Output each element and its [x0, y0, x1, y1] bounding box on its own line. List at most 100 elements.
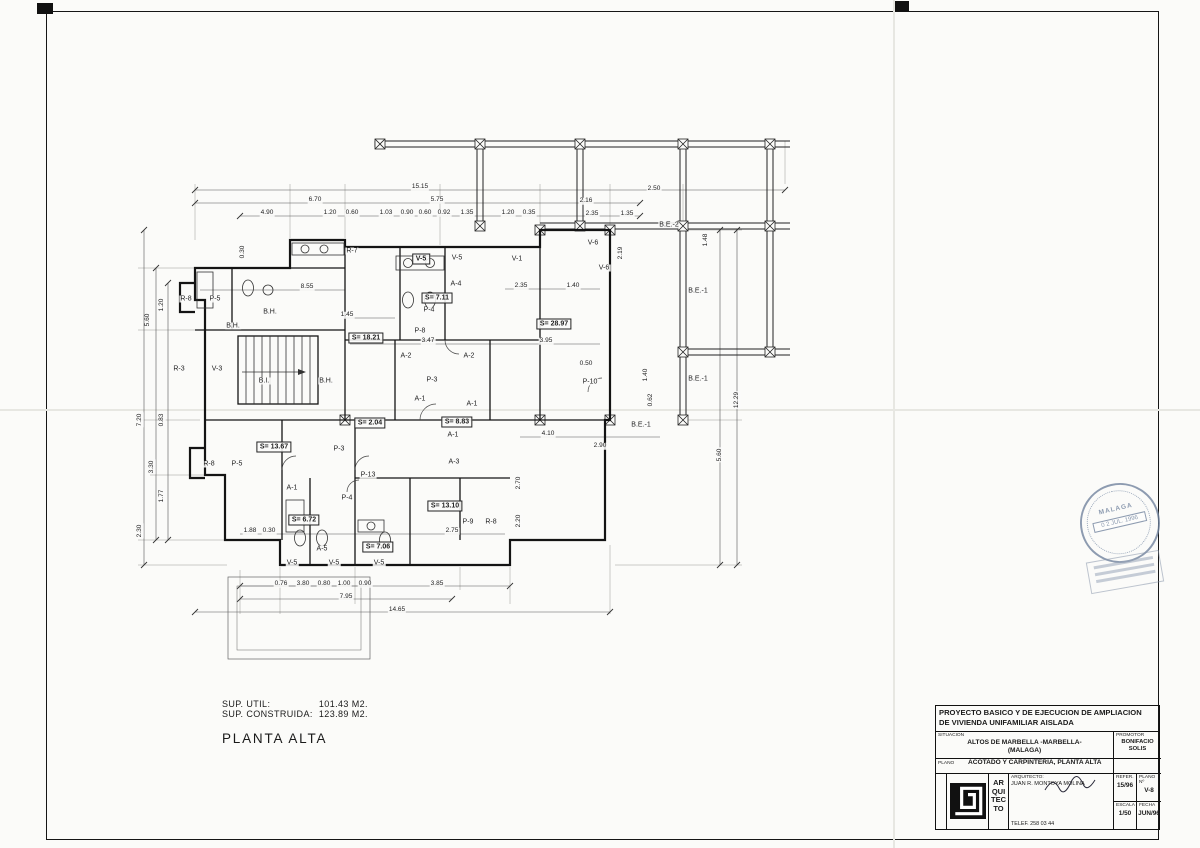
ref-label: R-7: [345, 247, 359, 255]
dim-label: 3.47: [420, 336, 436, 345]
ref-label: P-3: [425, 376, 439, 384]
ref-label: P-10: [581, 378, 599, 386]
promotor-value: BONIFACIO SOLIS: [1121, 739, 1154, 753]
ref-label: P-3: [332, 445, 346, 453]
dim-label: 3.85: [429, 579, 445, 588]
ref-label: V-5: [450, 254, 464, 262]
dim-label: 1.88: [242, 526, 258, 535]
dim-label: 0.50: [578, 359, 594, 368]
ref-label: P-5: [230, 460, 244, 468]
arquitecto-label: ARQUITECTO:: [1011, 775, 1044, 780]
ref-label: A-1: [465, 400, 479, 408]
sup-util-value: 101.43 M2.: [318, 699, 368, 709]
dim-label: 1.40: [565, 281, 581, 290]
area-label: S= 18.21: [348, 332, 384, 344]
area-label: S= 28.97: [536, 318, 572, 330]
fecha-cell: FECHA JUN/96: [1137, 802, 1161, 829]
dim-label: 0.83: [157, 412, 166, 428]
dim-label: 15.15: [410, 182, 430, 191]
dim-label: 1.45: [339, 310, 355, 319]
ref-label: B.H.: [262, 308, 278, 316]
fecha-value: JUN/96: [1138, 810, 1160, 817]
ref-label: V-5: [327, 559, 341, 567]
architect-signature: [1044, 776, 1096, 793]
dim-label: 1.35: [619, 209, 635, 218]
dim-label: 0.60: [417, 208, 433, 217]
ref-label: P-8: [413, 327, 427, 335]
sup-construida-label: SUP. CONSTRUIDA:: [222, 709, 313, 719]
dim-label: 0.90: [399, 208, 415, 217]
plano-label: PLANO: [938, 761, 955, 766]
project-title-line2: DE VIVIENDA UNIFAMILIAR AISLADA: [939, 718, 1074, 728]
telefono: TELEF. 258 03 44: [1011, 821, 1055, 827]
ref-label: A-1: [285, 484, 299, 492]
stair-arrow-head: [298, 369, 306, 375]
dim-label: 1.00: [336, 579, 352, 588]
dim-label: 2.75: [444, 526, 460, 535]
registration-mark-top-left: [37, 3, 53, 14]
dim-label: 0.76: [273, 579, 289, 588]
dim-label: 2.16: [578, 196, 594, 205]
dim-label: 6.70: [307, 195, 323, 204]
dim-label: 4.90: [259, 208, 275, 217]
refer-label: REFER.: [1116, 775, 1134, 780]
dim-label: 0.92: [436, 208, 452, 217]
dim-label: 2.70: [514, 475, 523, 491]
dim-label: 1.20: [157, 297, 166, 313]
ref-label: A-2: [462, 352, 476, 360]
sup-construida-value: 123.89 M2.: [318, 709, 368, 719]
spiral-logo-icon: [950, 783, 986, 819]
situacion-value-line2: (MALAGA): [1007, 747, 1042, 755]
ref-label: R-8: [484, 518, 498, 526]
dim-label: 14.65: [387, 605, 407, 614]
ref-label: P-13: [359, 471, 377, 479]
ref-label: A-4: [449, 280, 463, 288]
dim-label: 8.55: [299, 282, 315, 291]
dim-label: 4.10: [540, 429, 556, 438]
ref-label: V-6: [597, 264, 611, 272]
dim-label: 0.80: [316, 579, 332, 588]
situacion-value-line1: ALTOS DE MARBELLA -MARBELLA-: [967, 739, 1082, 746]
dim-label: 2.19: [616, 245, 625, 261]
ref-label: A-2: [399, 352, 413, 360]
ref-label: R-8: [202, 460, 216, 468]
dim-label: 1.03: [378, 208, 394, 217]
promotor-cell-extension: [1114, 759, 1161, 774]
title-block: PROYECTO BASICO Y DE EJECUCION DE AMPLIA…: [935, 705, 1161, 830]
dim-label: 3.95: [538, 336, 554, 345]
dim-label: 0.30: [238, 244, 247, 260]
ref-label: P-5: [208, 295, 222, 303]
ref-label: B.E.-1: [687, 287, 709, 295]
registration-mark-top-center: [893, 1, 909, 12]
dim-label: 1.77: [157, 488, 166, 504]
ref-label: V-3: [210, 365, 224, 373]
area-label: S= 6.72: [288, 514, 320, 526]
door-swings: [281, 339, 603, 493]
ref-label: B.E.-1: [630, 421, 652, 429]
dim-label: 0.90: [357, 579, 373, 588]
dim-label: 7.95: [338, 592, 354, 601]
ref-label: V-5: [372, 559, 386, 567]
ref-label: A-3: [447, 458, 461, 466]
project-title: PROYECTO BASICO Y DE EJECUCION DE AMPLIA…: [936, 706, 1159, 732]
escala-cell: ESCALA 1/50: [1114, 802, 1137, 829]
ref-label: V-5: [285, 559, 299, 567]
area-label: S= 13.10: [427, 500, 463, 512]
dim-label: 2.50: [646, 184, 662, 193]
ref-label: A-1: [446, 431, 460, 439]
dim-label: 3.80: [295, 579, 311, 588]
ref-label: B.H.: [225, 322, 241, 330]
ref-label: V-5: [412, 253, 430, 265]
dim-label: 1.48: [701, 232, 710, 248]
dim-label: 2.35: [513, 281, 529, 290]
ref-label: R-8: [179, 295, 193, 303]
logo-word-2: QUI: [991, 786, 1006, 796]
plano-cell: PLANO ACOTADO Y CARPINTERIA, PLANTA ALTA: [936, 759, 1114, 774]
dim-label: 2.90: [592, 441, 608, 450]
ref-label: B.E.-1: [687, 375, 709, 383]
ref-label: R-3: [172, 365, 186, 373]
escala-value: 1/50: [1118, 810, 1132, 817]
area-label: S= 13.67: [256, 441, 292, 453]
